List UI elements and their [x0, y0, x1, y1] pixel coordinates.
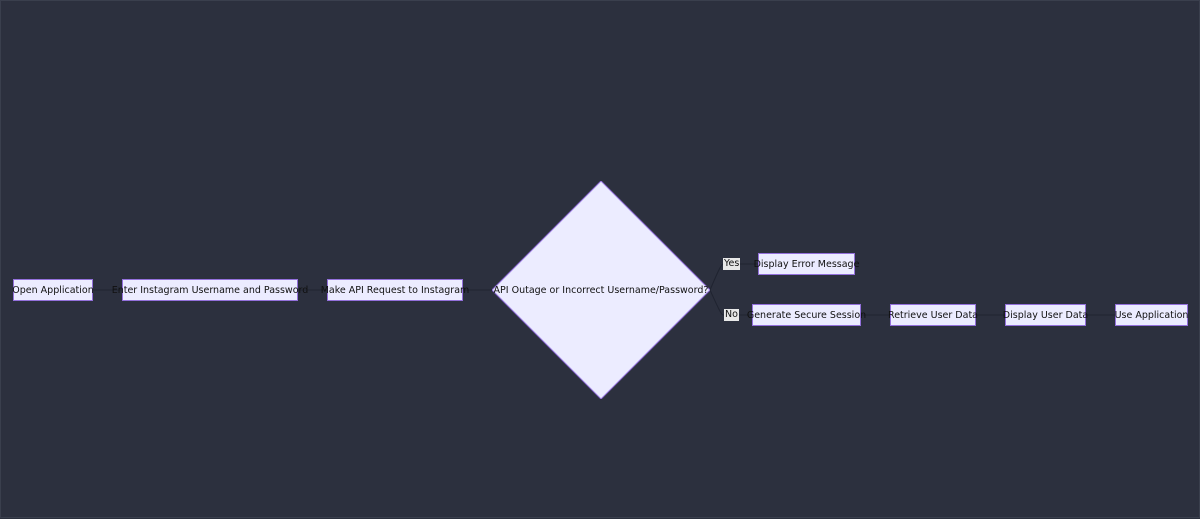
node-retrieve-data-label: Retrieve User Data — [888, 309, 978, 321]
node-use-application-label: Use Application — [1114, 309, 1189, 321]
node-retrieve-data: Retrieve User Data — [888, 304, 978, 326]
node-open-application-label: Open Application — [12, 284, 94, 296]
node-enter-credentials: Enter Instagram Username and Password — [112, 279, 308, 301]
edge-decision-to-error — [709, 263, 758, 291]
node-enter-credentials-label: Enter Instagram Username and Password — [111, 284, 309, 296]
node-display-data-label: Display User Data — [1002, 309, 1089, 321]
decision-diamond-shape — [492, 181, 710, 399]
node-display-data: Display User Data — [1002, 304, 1089, 326]
node-secure-session: Generate Secure Session — [747, 304, 866, 326]
edge-decision-to-session — [709, 289, 752, 316]
edge-label-yes: Yes — [723, 258, 741, 270]
node-api-request-label: Make API Request to Instagram — [320, 284, 470, 296]
node-secure-session-label: Generate Secure Session — [746, 309, 867, 321]
node-api-request: Make API Request to Instagram — [321, 279, 469, 301]
node-decision-label: API Outage or Incorrect Username/Passwor… — [493, 284, 709, 296]
node-decision: API Outage or Incorrect Username/Passwor… — [492, 181, 710, 399]
node-open-application: Open Application — [12, 279, 94, 301]
node-use-application: Use Application — [1115, 304, 1188, 326]
node-error-message-label: Display Error Message — [753, 258, 860, 270]
edge-label-no: No — [724, 309, 739, 321]
node-error-message: Display Error Message — [754, 253, 859, 275]
